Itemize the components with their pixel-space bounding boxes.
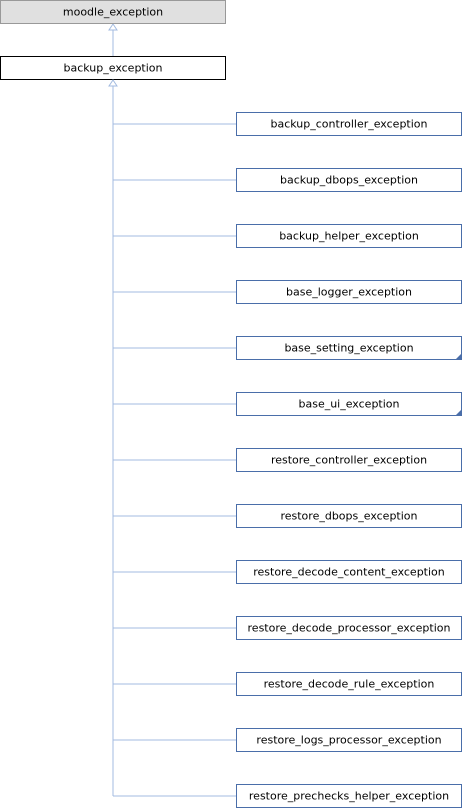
child-node-label: restore_controller_exception <box>271 454 427 467</box>
child-node-label: restore_decode_processor_exception <box>248 622 451 635</box>
child-node-label: backup_controller_exception <box>271 118 428 131</box>
child-node-label: restore_decode_rule_exception <box>264 678 435 691</box>
child-node-label: backup_helper_exception <box>279 230 419 243</box>
child-node[interactable]: base_ui_exception <box>113 392 462 416</box>
child-node-label: backup_dbops_exception <box>280 174 418 187</box>
child-node[interactable]: restore_decode_processor_exception <box>113 616 462 640</box>
child-node-label: restore_decode_content_exception <box>253 566 445 579</box>
edge-focus-to-root <box>108 23 118 56</box>
child-node[interactable]: restore_decode_content_exception <box>113 560 462 584</box>
child-node[interactable]: restore_dbops_exception <box>113 504 462 528</box>
child-node-label: base_setting_exception <box>284 342 413 355</box>
node-root[interactable]: moodle_exception <box>0 0 226 24</box>
child-node[interactable]: backup_helper_exception <box>113 224 462 248</box>
child-node[interactable]: restore_decode_rule_exception <box>113 672 462 696</box>
child-node[interactable]: restore_controller_exception <box>113 448 462 472</box>
child-node[interactable]: backup_dbops_exception <box>113 168 462 192</box>
node-focus-label: backup_exception <box>63 62 162 75</box>
child-node-label: base_logger_exception <box>286 286 412 299</box>
child-node[interactable]: base_logger_exception <box>113 280 462 304</box>
inheritance-arrowhead <box>108 79 118 87</box>
child-node[interactable]: backup_controller_exception <box>113 112 462 136</box>
child-node[interactable]: base_setting_exception <box>113 336 462 360</box>
node-focus[interactable]: backup_exception <box>0 56 226 80</box>
child-nodes: backup_controller_exception backup_dbops_… <box>113 112 462 808</box>
child-node-label: restore_dbops_exception <box>280 510 417 523</box>
more-subclasses-marker-icon <box>455 353 462 360</box>
node-root-box <box>0 0 226 24</box>
inheritance-arrowhead <box>108 23 118 31</box>
node-root-label: moodle_exception <box>63 6 163 19</box>
child-node-label: restore_logs_processor_exception <box>256 734 441 747</box>
child-node-label: base_ui_exception <box>298 398 399 411</box>
more-subclasses-marker-icon <box>455 409 462 416</box>
child-node[interactable]: restore_prechecks_helper_exception <box>113 784 462 808</box>
child-node-label: restore_prechecks_helper_exception <box>249 790 449 803</box>
child-node[interactable]: restore_logs_processor_exception <box>113 728 462 752</box>
